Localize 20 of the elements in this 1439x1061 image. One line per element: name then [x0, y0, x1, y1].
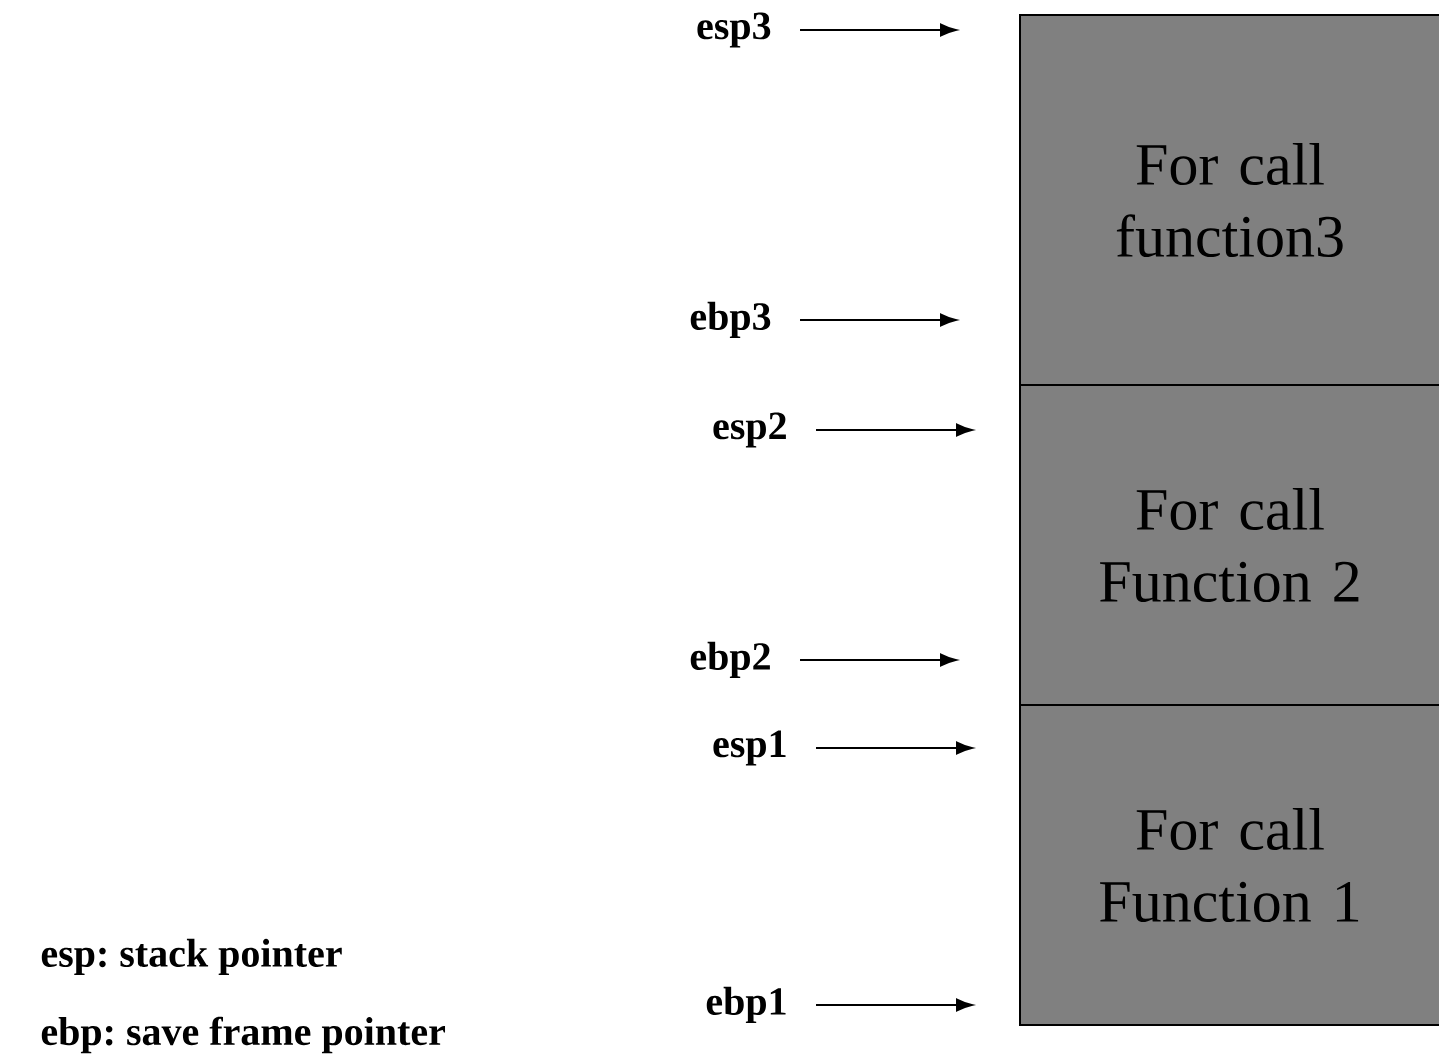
- arrow: [799, 653, 957, 667]
- legend-note: esp: stack pointer: [41, 938, 342, 976]
- arrow: [799, 313, 957, 327]
- pointer-label: esp2: [713, 412, 786, 448]
- node-label: For call Function 1: [1100, 807, 1359, 923]
- arrow: [815, 998, 973, 1012]
- node-label: For call Function 2: [1100, 487, 1359, 603]
- pointer-label: ebp3: [690, 301, 771, 339]
- pointer-label: esp3: [697, 12, 771, 48]
- pointer-label: esp1: [713, 730, 786, 766]
- arrow: [815, 423, 973, 437]
- legend-note: ebp: save frame pointer: [41, 1016, 446, 1054]
- stack-frame-box: For call Function 1: [1019, 704, 1439, 1026]
- pointer-label: ebp2: [690, 641, 770, 679]
- stack-frame-box: For call Function 2: [1019, 384, 1439, 706]
- pointer-label: ebp1: [706, 986, 786, 1024]
- arrow: [815, 741, 973, 755]
- node-label: For call function3: [1116, 142, 1343, 258]
- stack-frame-box: For call function3: [1019, 14, 1439, 386]
- arrow: [799, 23, 957, 37]
